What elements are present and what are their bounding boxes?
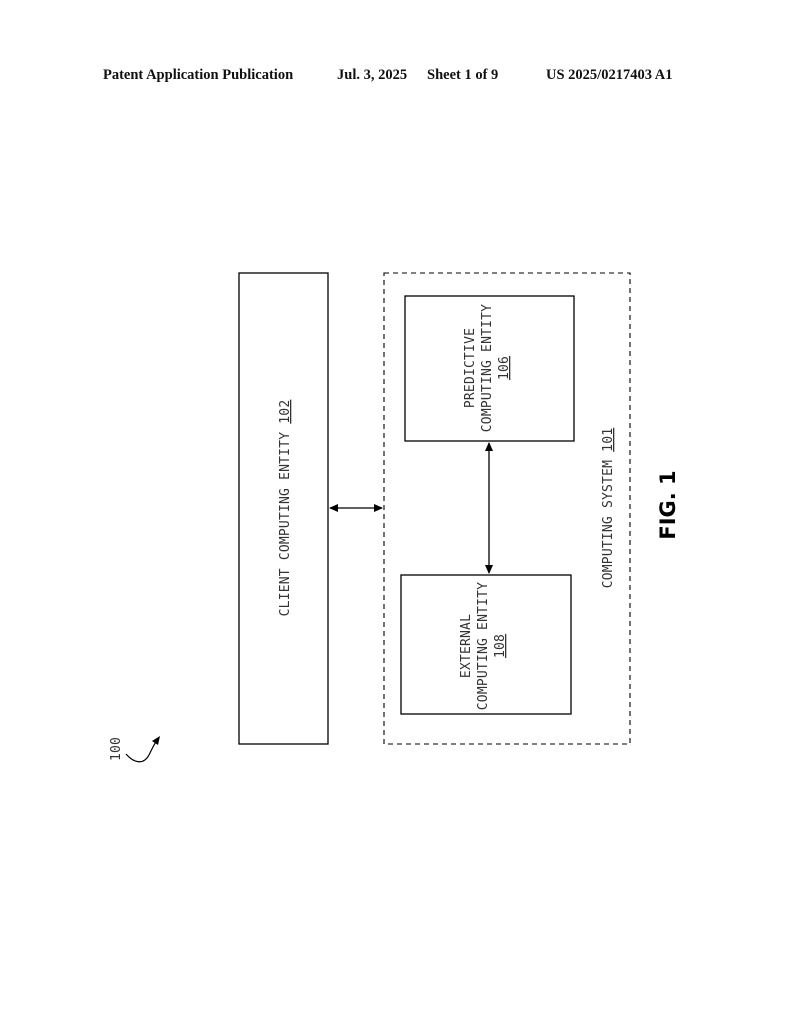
publication-number: US 2025/0217403 A1 [546, 67, 673, 83]
predictive-ref-number: 106 [497, 356, 512, 380]
publication-date: Jul. 3, 2025 [337, 67, 408, 83]
ref-arrowhead [152, 736, 160, 745]
predictive-line1: PREDICTIVE [463, 328, 478, 408]
client-computing-entity-box [238, 272, 329, 745]
figure-ref-number: 100 [109, 737, 124, 761]
client-computing-entity-label: CLIENT COMPUTING ENTITY 102 [278, 400, 293, 617]
external-line1: EXTERNAL [459, 614, 474, 678]
predictive-line2: COMPUTING ENTITY [480, 304, 495, 432]
page-header: Patent Application Publication Jul. 3, 2… [0, 67, 794, 89]
figure-caption: FIG. 1 [656, 470, 680, 539]
computing-system-box [383, 272, 631, 745]
external-ref-number: 108 [493, 634, 508, 658]
external-computing-entity-box [400, 574, 572, 715]
external-line2: COMPUTING ENTITY [476, 582, 491, 710]
ref-curved-arrow [125, 738, 159, 763]
sheet-number: Sheet 1 of 9 [427, 67, 499, 83]
predictive-computing-entity-box [404, 295, 575, 442]
computing-system-label: COMPUTING SYSTEM 101 [601, 428, 616, 589]
publication-label: Patent Application Publication [103, 67, 294, 83]
